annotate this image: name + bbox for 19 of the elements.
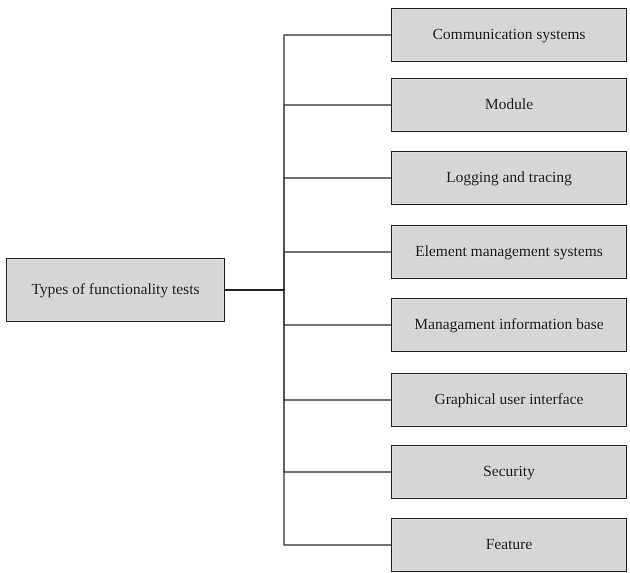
root-box	[6, 258, 225, 322]
category-box	[391, 8, 627, 62]
box-label: Communication systems	[432, 26, 586, 44]
box-label: Types of functionality tests	[31, 280, 200, 300]
box-label: Element management systems	[415, 242, 603, 262]
box-label: Module	[484, 96, 534, 114]
category-box	[391, 225, 627, 279]
category-box	[391, 373, 627, 427]
box-label: Feature	[486, 536, 532, 554]
category-box	[391, 298, 627, 352]
category-box	[391, 518, 627, 572]
box-label: Logging and tracing	[446, 168, 572, 188]
box-label: Managament information base	[414, 316, 604, 334]
connector-line	[225, 289, 391, 546]
category-box	[391, 151, 627, 205]
box-label: Graphical user interface	[434, 390, 584, 410]
category-box	[391, 78, 627, 132]
box-label: Security	[483, 462, 535, 482]
category-box	[391, 445, 627, 499]
